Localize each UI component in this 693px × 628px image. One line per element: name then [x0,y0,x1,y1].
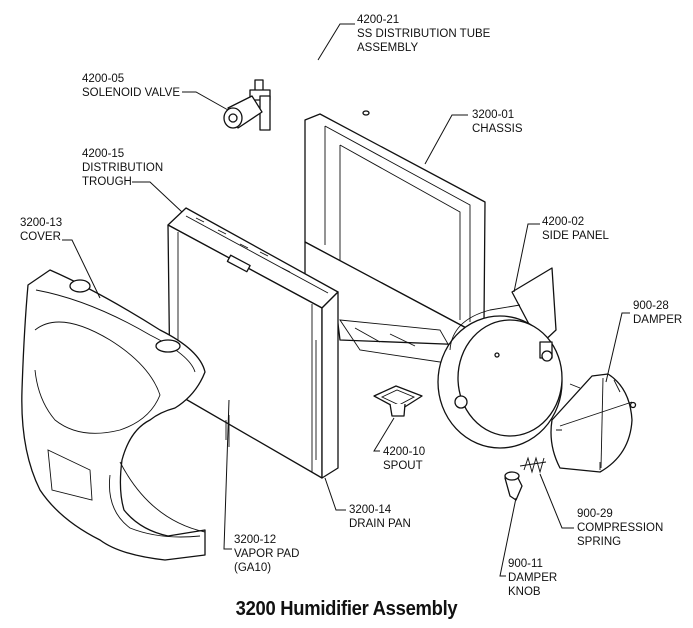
part-name: DRAIN PAN [349,518,411,530]
part-name: SPOUT [383,460,423,472]
callout-trough: 4200-15 DISTRIBUTION TROUGH [82,147,163,189]
cover-part [21,269,206,561]
part-name: SS DISTRIBUTION TUBE [357,28,491,40]
side-panel-part [437,267,563,449]
part-name-2: TROUGH [82,176,132,188]
callout-side-panel: 4200-02 SIDE PANEL [542,215,609,243]
callout-vapor-pad: 3200-12 VAPOR PAD (GA10) [234,533,299,575]
part-name: DAMPER [508,572,558,584]
part-number: 900-28 [633,300,669,312]
part-number: 4200-02 [542,216,585,228]
part-name: COVER [20,231,61,243]
solenoid-valve-part [223,79,271,131]
part-name-2: ASSEMBLY [357,42,419,54]
distribution-tube-part [280,33,370,116]
part-name: SOLENOID VALVE [82,87,180,99]
part-name: DISTRIBUTION [82,162,164,174]
part-name: DAMPER [633,314,683,326]
callout-drain-pan: 3200-14 DRAIN PAN [349,503,411,531]
part-number: 900-29 [577,508,613,520]
part-name-2: SPRING [577,536,622,548]
part-number: 3200-14 [349,504,392,516]
callout-chassis: 3200-01 CHASSIS [472,108,523,136]
damper-knob-part [504,471,523,501]
chassis-part [304,113,486,366]
callout-damper: 900-28 DAMPER [633,299,682,327]
callout-spring: 900-29 COMPRESSION SPRING [577,507,663,549]
part-name-2: (GA10) [234,562,272,574]
part-number: 3200-01 [472,109,515,121]
compression-spring-part [519,456,547,474]
part-number: 4200-21 [357,14,400,26]
part-number: 4200-05 [82,73,125,85]
spout-part [373,385,423,417]
part-name: VAPOR PAD [234,548,300,560]
damper-part [550,373,637,473]
callout-cover: 3200-13 COVER [20,216,62,244]
part-name: CHASSIS [472,123,523,135]
diagram-title: 3200 Humidifier Assembly [235,598,458,620]
part-number: 3200-13 [20,217,63,229]
part-number: 3200-12 [234,534,277,546]
part-name: SIDE PANEL [542,230,609,242]
leader-lines [62,23,630,577]
part-number: 900-11 [508,558,543,570]
vapor-pad-frame-part [167,207,339,479]
callout-valve: 4200-05 SOLENOID VALVE [82,72,180,100]
callout-spout: 4200-10 SPOUT [383,445,425,473]
callout-tube: 4200-21 SS DISTRIBUTION TUBE ASSEMBLY [357,13,490,55]
callout-knob: 900-11 DAMPER KNOB [508,557,557,599]
part-name: COMPRESSION [577,522,664,534]
part-number: 4200-10 [383,446,426,458]
part-number: 4200-15 [82,148,125,160]
part-name-2: KNOB [508,586,541,598]
